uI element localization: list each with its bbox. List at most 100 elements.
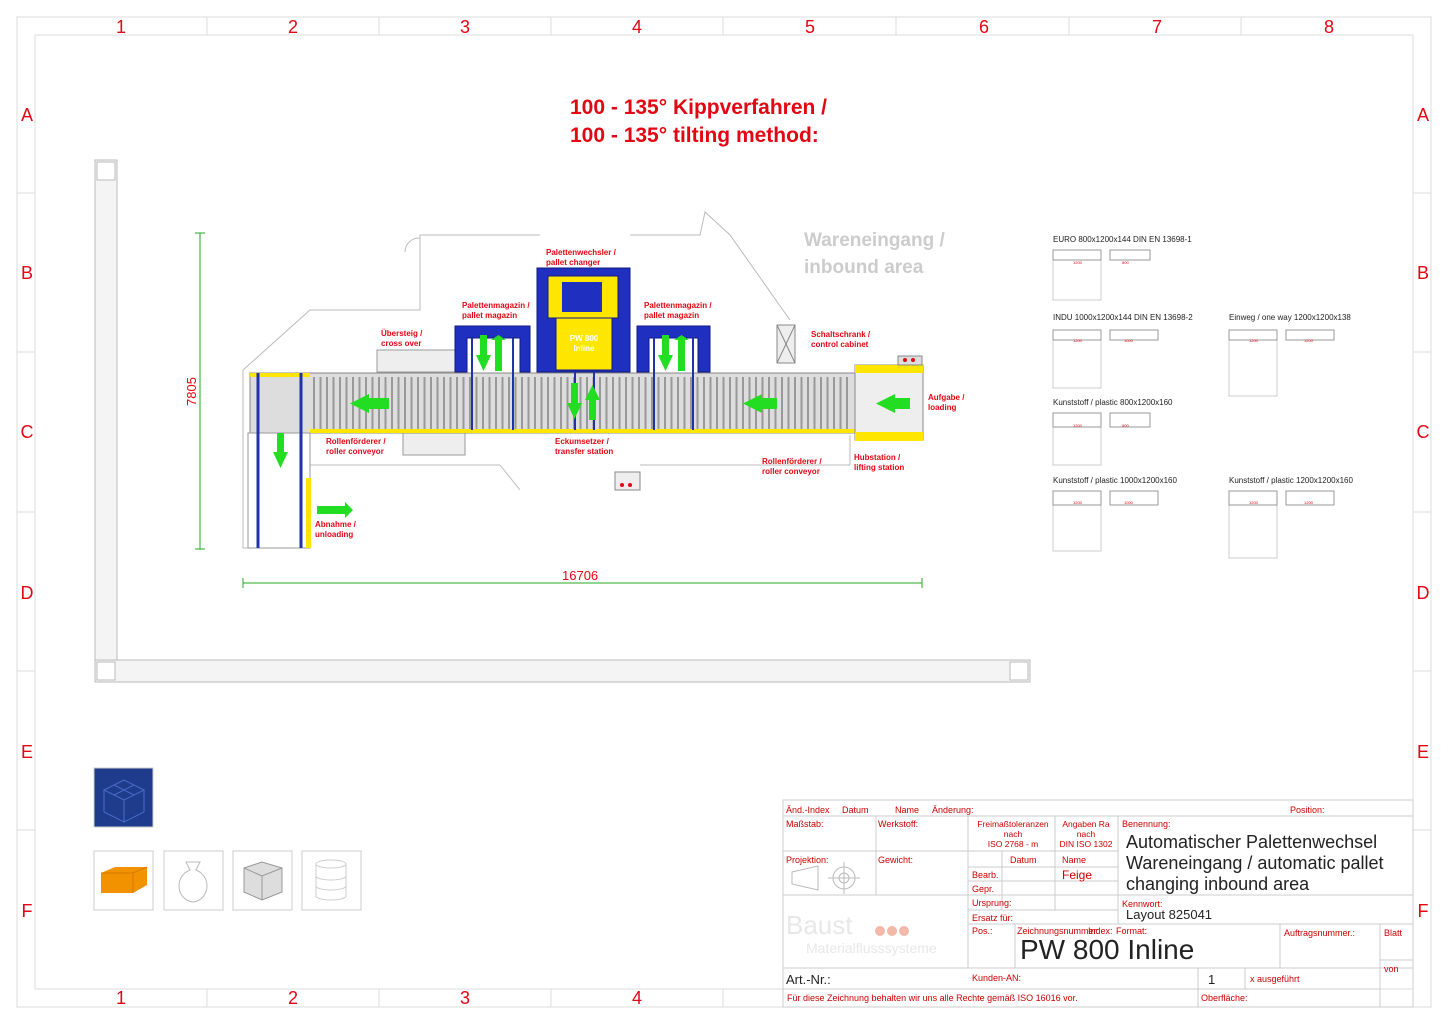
component-labels: Palettenwechsler / pallet changer Palett… [315, 248, 965, 539]
tb-drawing-number: PW 800 Inline [1020, 934, 1195, 965]
pallet-dim: 800 [1122, 423, 1129, 428]
col-label: 2 [288, 17, 298, 37]
label-lifting-station: lifting station [854, 463, 904, 472]
tb-ursprung: Ursprung: [972, 898, 1012, 908]
label-roller-conveyor-right: roller conveyor [762, 467, 820, 476]
grid-dividers [17, 17, 1431, 1007]
tb-werkstoff: Werkstoff: [878, 819, 919, 829]
company-logo: Baust [786, 910, 853, 940]
projection-symbol-icon [791, 862, 860, 894]
row-labels-right: A B C D E F [1417, 105, 1430, 921]
machine-text-line1: PW 800 [570, 334, 599, 343]
col-label: 5 [805, 17, 815, 37]
label-control-cabinet: control cabinet [811, 340, 869, 349]
col-label: 8 [1324, 17, 1334, 37]
flow-arrows [273, 335, 910, 518]
sack-icon[interactable] [163, 850, 224, 911]
pallet-load-icon-selected[interactable] [93, 767, 154, 828]
row-label: D [21, 583, 34, 603]
pallet-dim: 1000 [1124, 338, 1134, 343]
tb-freimass: Freimaßtoleranzen nach ISO 2768 - m [972, 819, 1054, 849]
pallet-type-label: Kunststoff / plastic 1200x1200x160 [1229, 476, 1353, 485]
row-label: A [1417, 105, 1429, 125]
row-labels-left: A B C D E F [21, 105, 34, 921]
tb-art-nr: Art.-Nr.: [786, 972, 831, 987]
pallet-dim: 1200 [1249, 500, 1259, 505]
label-lifting-station: Hubstation / [854, 453, 901, 462]
tb-von: von [1384, 964, 1399, 974]
area-label-line2: inbound area [804, 257, 924, 278]
tb-freimass-line: ISO 2768 - m [987, 839, 1039, 849]
column-labels-top: 1 2 3 4 5 6 7 8 [116, 17, 1334, 37]
arrow-up-icon [585, 385, 600, 420]
company-logo-dots [875, 926, 909, 936]
tb-kunden-an: Kunden-AN: [972, 973, 1022, 983]
machine-text-line2: Inline [574, 344, 595, 353]
company-logo-subtitle: Materialflusssysteme [806, 940, 937, 956]
dimension-width: 16706 [562, 568, 598, 583]
box-icon[interactable] [93, 850, 154, 911]
pallet-type-euro: EURO 800x1200x144 DIN EN 13698-1 1200 80… [1052, 235, 1192, 301]
load-type-icons[interactable] [93, 767, 362, 911]
col-label: 3 [460, 17, 470, 37]
tb-bearb-name: Feige [1062, 868, 1093, 882]
tb-auftragsnummer: Auftragsnummer.: [1284, 928, 1356, 938]
pallet-dim: 1200 [1304, 500, 1314, 505]
operator-panel [614, 471, 641, 491]
pallet-type-label: INDU 1000x1200x144 DIN EN 13698-2 [1053, 313, 1193, 322]
arrow-up-icon [491, 335, 506, 371]
col-label: 4 [632, 17, 642, 37]
tb-oberflaeche: Oberfläche: [1201, 993, 1248, 1003]
area-label-line1: Wareneingang / [804, 230, 945, 251]
building-wall [94, 159, 1031, 683]
pallet-type-plastic-1000: Kunststoff / plastic 1000x1200x160 1200 … [1052, 476, 1177, 552]
label-roller-conveyor-left: roller conveyor [326, 447, 384, 456]
col-label: 4 [632, 988, 642, 1008]
tb-projektion: Projektion: [786, 855, 829, 865]
tb-benennung: Benennung: [1122, 819, 1171, 829]
arrow-up-icon [674, 335, 689, 371]
arrow-right-icon [317, 502, 353, 518]
col-label: 6 [979, 17, 989, 37]
title-block-grid [782, 799, 1414, 1008]
main-roller-conveyor [249, 372, 920, 434]
pallet-type-label: Kunststoff / plastic 1000x1200x160 [1053, 476, 1177, 485]
arrow-down-icon [273, 433, 288, 468]
tb-blatt: Blatt [1384, 928, 1403, 938]
label-cross-over: Übersteig / [381, 329, 423, 338]
tb-format: Format: [1116, 926, 1148, 936]
label-cross-over: cross over [381, 339, 421, 348]
pallet-dim: 1200 [1073, 423, 1083, 428]
pallet-changer [536, 267, 631, 430]
pallet-magazine-right [636, 325, 711, 430]
label-loading: Aufgabe / [928, 393, 965, 402]
pallet-dim: 1200 [1249, 338, 1259, 343]
label-magazine-right: pallet magazin [644, 311, 699, 320]
label-unloading: unloading [315, 530, 353, 539]
label-transfer-station: transfer station [555, 447, 613, 456]
drawing-title-line2: 100 - 135° tilting method: [570, 124, 819, 147]
column-labels-bottom: 1 2 3 4 [116, 988, 642, 1008]
tb-angaben: Angaben Ra nach DIN ISO 1302 [1056, 819, 1116, 849]
pallet-magazine-left [454, 325, 531, 430]
pallet-type-one-way: Einweg / one way 1200x1200x138 1200 1200 [1228, 313, 1351, 397]
tb-gewicht: Gewicht: [878, 855, 914, 865]
pallet-dim: 1000 [1124, 500, 1134, 505]
drawing-title-line1: 100 - 135° Kippverfahren / [570, 96, 827, 119]
tb-name2: Name [1062, 855, 1087, 865]
tb-name: Name [895, 805, 920, 815]
pallet-dim: 1200 [1073, 338, 1083, 343]
row-label: C [1417, 422, 1430, 442]
tb-kennwort-value: Layout 825041 [1126, 907, 1213, 922]
big-bag-icon[interactable] [232, 850, 293, 911]
dimension-height: 7805 [184, 377, 199, 406]
pallet-type-indu: INDU 1000x1200x144 DIN EN 13698-2 1200 1… [1052, 313, 1193, 389]
dimension-lines [195, 232, 923, 588]
tb-pos: Pos.: [972, 926, 993, 936]
tb-ausgefuehrt: x ausgeführt [1250, 974, 1300, 984]
label-control-cabinet: Schaltschrank / [811, 330, 871, 339]
tb-freimass-line: Freimaßtoleranzen [977, 819, 1049, 829]
pallet-dim: 1200 [1304, 338, 1314, 343]
row-label: C [21, 422, 34, 442]
barrel-icon[interactable] [301, 850, 362, 911]
